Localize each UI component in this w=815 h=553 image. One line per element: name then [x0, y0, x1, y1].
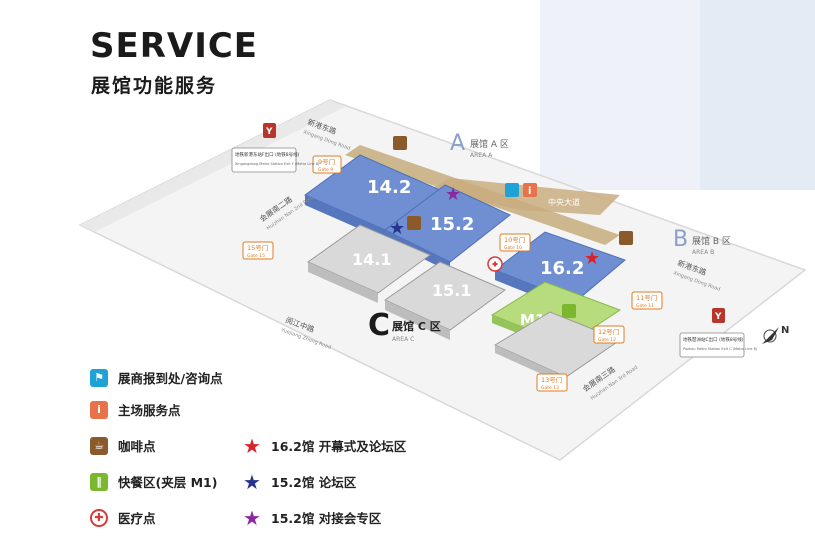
- area-a-letter: A: [450, 131, 465, 156]
- gate-10-en: Gate 10: [504, 245, 522, 251]
- registration-icon[interactable]: [505, 183, 519, 197]
- coffee-icon[interactable]: [393, 136, 407, 150]
- coffee-icon[interactable]: [407, 216, 421, 230]
- gate-10[interactable]: 10号门 Gate 10: [499, 233, 531, 252]
- area-b-letter: B: [673, 227, 688, 252]
- gate-11[interactable]: 11号门 Gate 11: [631, 291, 663, 310]
- gate-9[interactable]: 9号门 Gate 9: [312, 155, 342, 174]
- background-band-dark: [700, 0, 815, 190]
- corridor-label: 中央大道: [548, 197, 580, 207]
- hall-15-1-label: 15.1: [432, 281, 471, 300]
- legend-food: ‖ 快餐区(夹层 M1): [90, 472, 217, 491]
- metro-south-label: 地铁琶洲站C出口 (地铁8号线): [683, 336, 744, 343]
- gate-12-label: 12号门: [598, 327, 619, 336]
- registration-icon: ⚑: [90, 368, 108, 387]
- gate-9-en: Gate 9: [318, 167, 333, 173]
- metro-north-en: Xingangdong Metro Station Exit F (Metro …: [235, 162, 320, 166]
- area-c-en: AREA C: [392, 336, 414, 343]
- star-blue: ★: [389, 218, 405, 239]
- legend-label: 咖啡点: [118, 439, 156, 454]
- gate-12-en: Gate 12: [598, 337, 616, 343]
- hall-14-1-label: 14.1: [352, 250, 391, 269]
- gate-15-en: Gate 15: [247, 253, 265, 259]
- gate-11-en: Gate 11: [636, 303, 654, 309]
- gate-10-label: 10号门: [504, 235, 525, 244]
- gate-15-label: 15号门: [247, 243, 268, 252]
- info-icon: i: [90, 400, 108, 419]
- legend-label: 15.2馆 对接会专区: [271, 511, 382, 526]
- metro-north[interactable]: Y 地铁新港东站F出口 (地铁8号线) Xingangdong Metro St…: [231, 123, 320, 173]
- gate-15[interactable]: 15号门 Gate 15: [242, 241, 274, 260]
- star-red-icon: ★: [243, 433, 261, 458]
- legend-label: 16.2馆 开幕式及论坛区: [271, 439, 407, 454]
- north-arrow-label: N: [781, 325, 789, 336]
- legend-star-blue: ★ 15.2馆 论坛区: [243, 469, 357, 494]
- svg-text:Y: Y: [714, 312, 722, 322]
- area-c-letter: C: [368, 308, 390, 343]
- star-purple: ★: [445, 184, 461, 205]
- hall-16-2-label: 16.2: [540, 258, 584, 279]
- metro-south-en: Pazhou Metro Station Exit C (Metro Line …: [683, 347, 758, 351]
- legend-label: 展商报到处/咨询点: [118, 371, 223, 386]
- legend-label: 医疗点: [118, 511, 156, 526]
- legend-star-purple: ★ 15.2馆 对接会专区: [243, 505, 382, 530]
- star-blue-icon: ★: [243, 469, 261, 494]
- gate-12[interactable]: 12号门 Gate 12: [593, 325, 625, 344]
- coffee-icon[interactable]: [619, 231, 633, 245]
- legend-star-red: ★ 16.2馆 开幕式及论坛区: [243, 433, 407, 458]
- gate-13-label: 13号门: [541, 375, 562, 384]
- hall-14-1[interactable]: [306, 224, 432, 294]
- metro-icon: [712, 308, 725, 323]
- hall-14-2-label: 14.2: [367, 177, 411, 198]
- medical-cross: [492, 261, 498, 267]
- coffee-icon: ☕: [90, 436, 108, 455]
- food-icon: ‖: [90, 472, 108, 491]
- gate-13-en: Gate 13: [541, 385, 559, 391]
- gate-9-label: 9号门: [318, 157, 335, 166]
- hall-15-1[interactable]: [383, 261, 507, 331]
- legend-label: 快餐区(夹层 M1): [118, 475, 218, 490]
- legend-coffee: ☕ 咖啡点: [90, 436, 156, 455]
- svg-text:i: i: [528, 186, 531, 197]
- gate-11-label: 11号门: [636, 293, 657, 302]
- north-arrow: N: [762, 325, 789, 344]
- gate-13[interactable]: 13号门 Gate 13: [536, 373, 568, 392]
- hall-15-2-label: 15.2: [430, 214, 474, 235]
- north-road-band: [80, 100, 345, 232]
- legend-label: 主场服务点: [118, 403, 181, 418]
- legend-info: i 主场服务点: [90, 400, 181, 419]
- area-a-en: AREA A: [470, 152, 493, 159]
- info-icon[interactable]: [523, 183, 537, 197]
- page-subtitle: 展馆功能服务: [91, 75, 218, 97]
- area-b-name: 展馆 B 区: [692, 235, 731, 247]
- hall-15-1-side: [385, 300, 450, 340]
- area-b-en: AREA B: [692, 249, 714, 256]
- hall-14-1-side: [308, 262, 378, 303]
- hall-15-2[interactable]: [384, 184, 511, 263]
- legend-medical: ✚ 医疗点: [90, 508, 156, 527]
- metro-icon: [263, 123, 276, 138]
- star-red: ★: [584, 248, 600, 269]
- legend-registration: ⚑ 展商报到处/咨询点: [90, 368, 223, 387]
- area-c-name: 展馆 C 区: [391, 319, 441, 333]
- metro-north-label: 地铁新港东站F出口 (地铁8号线): [235, 151, 300, 158]
- area-a-name: 展馆 A 区: [470, 138, 509, 150]
- page-title: SERVICE: [90, 26, 259, 66]
- medical-icon: ✚: [90, 508, 108, 527]
- metro-south[interactable]: Y 地铁琶洲站C出口 (地铁8号线) Pazhou Metro Station …: [679, 308, 758, 358]
- legend-label: 15.2馆 论坛区: [271, 475, 357, 490]
- food-icon: [562, 304, 576, 318]
- svg-text:Y: Y: [265, 127, 273, 137]
- star-purple-icon: ★: [243, 505, 261, 530]
